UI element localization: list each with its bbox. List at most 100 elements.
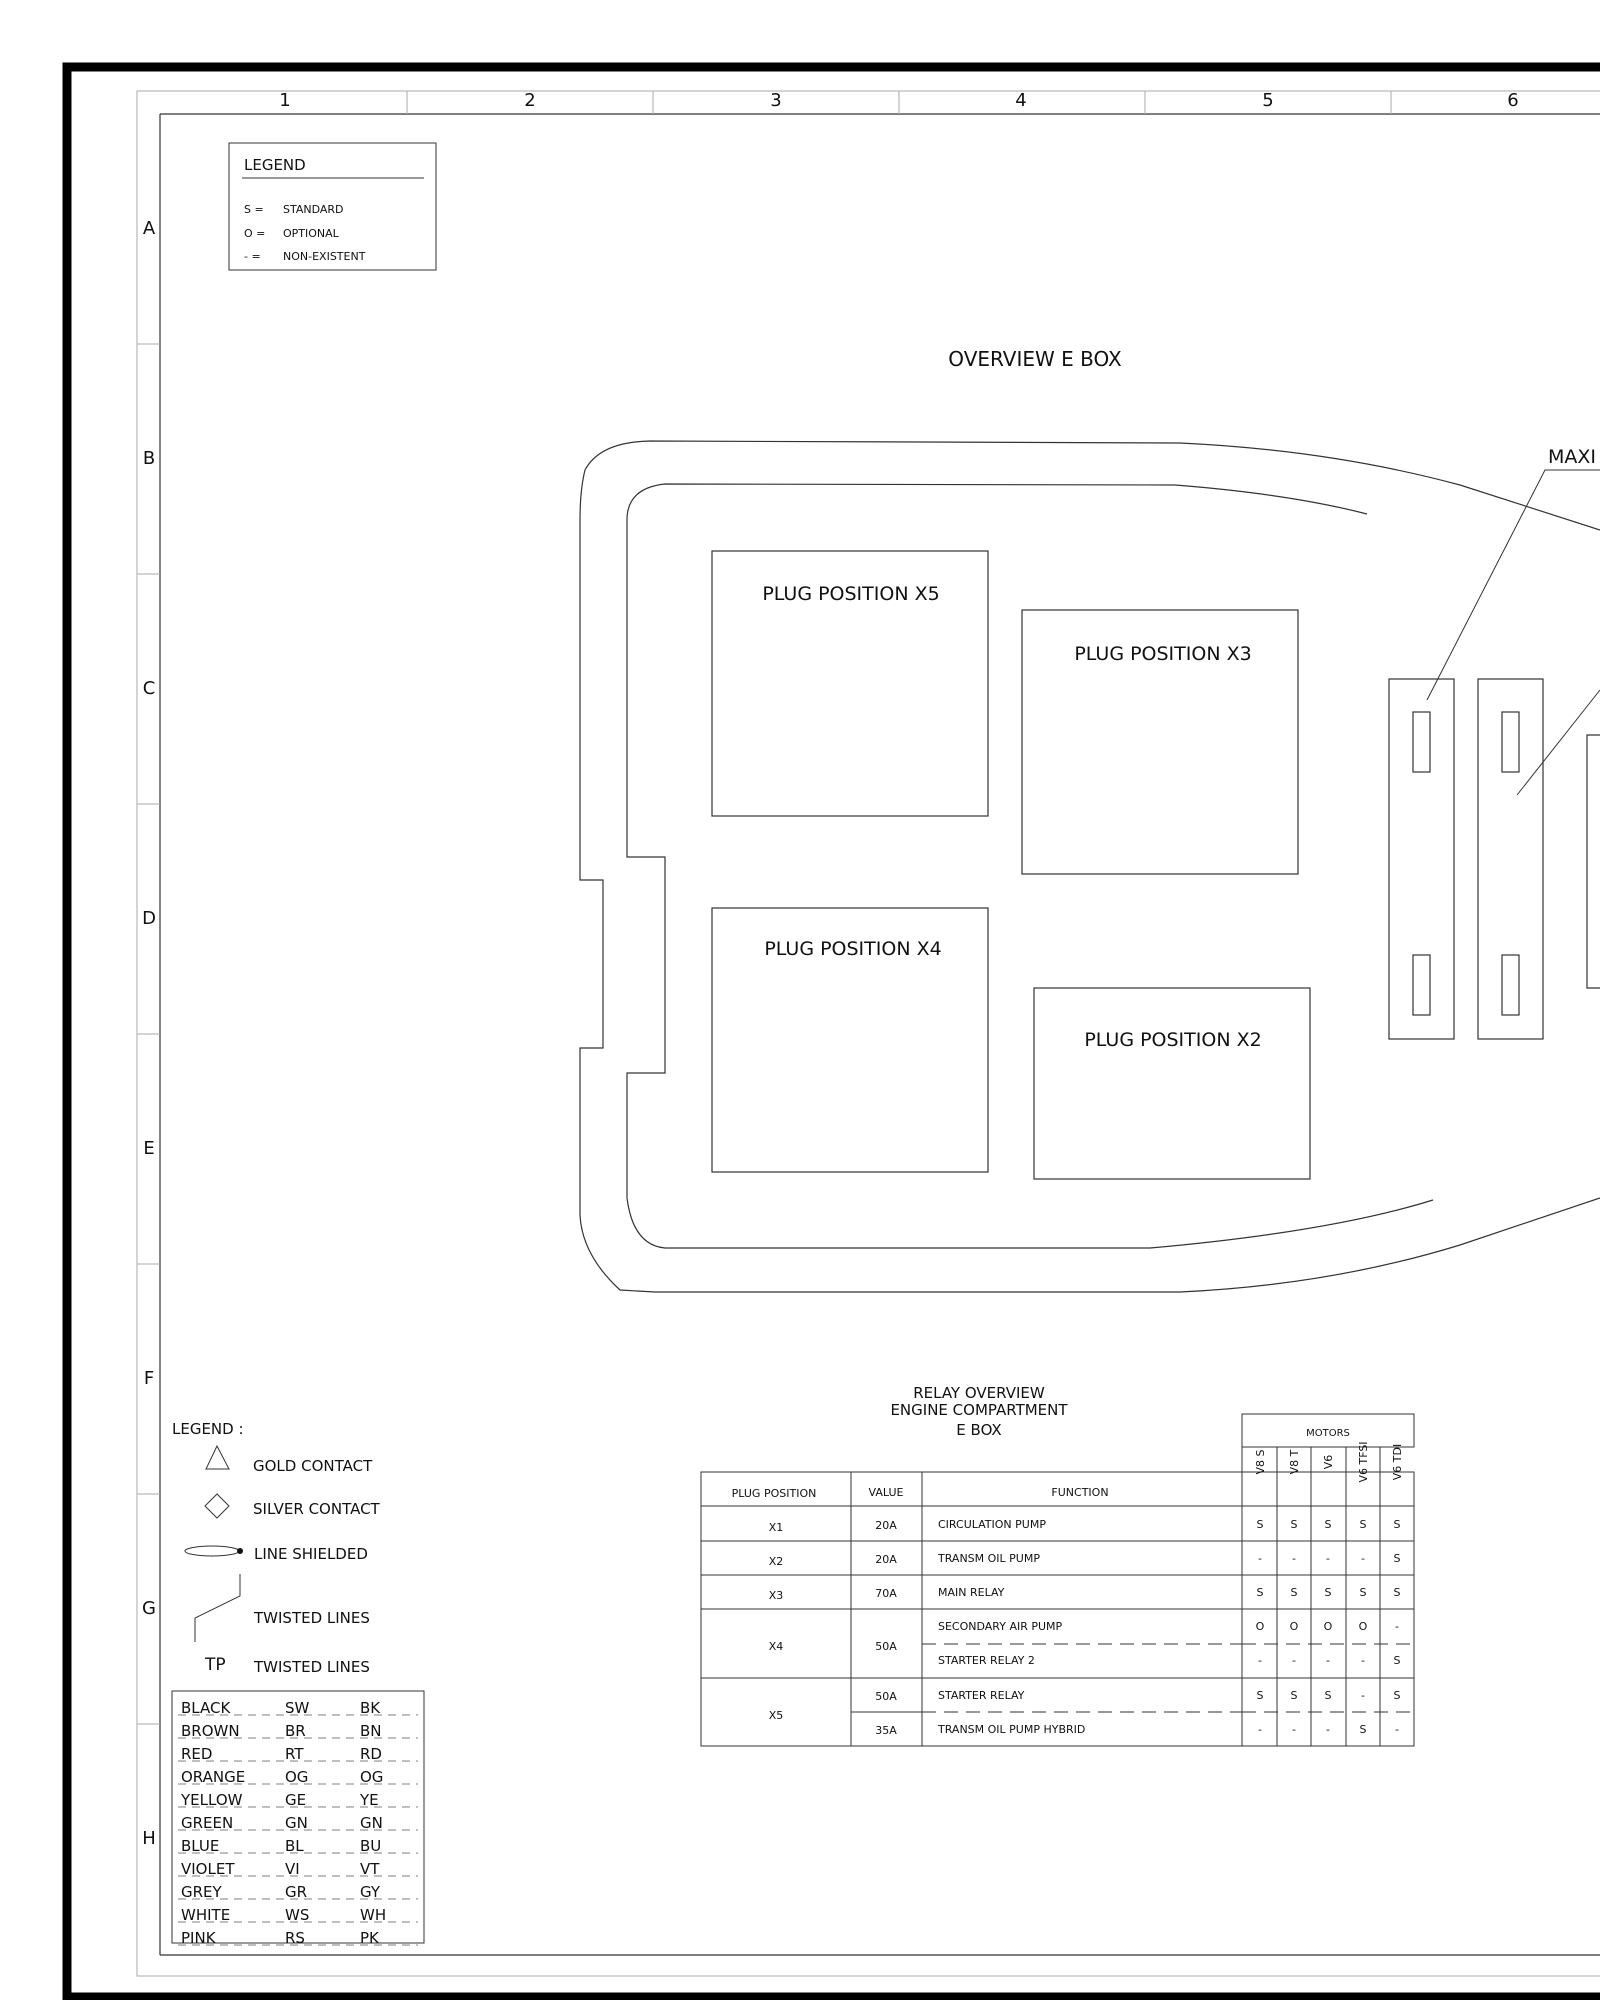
relay-title-line: ENGINE COMPARTMENT <box>890 1401 1068 1419</box>
relay-motor-availability: - <box>1292 1552 1296 1565</box>
legend-bottom: LEGEND : GOLD CONTACT SILVER CONTACT LIN… <box>172 1420 381 1676</box>
relay-motor-availability: S <box>1360 1723 1367 1736</box>
grid-row-label: D <box>142 908 156 929</box>
color-name: PINK <box>181 1929 217 1947</box>
relay-motor-availability: O <box>1324 1620 1333 1633</box>
motor-column-header: V6 TFSI <box>1357 1441 1370 1482</box>
maxi-label: MAXI <box>1548 446 1596 468</box>
tp-symbol: TP <box>204 1655 226 1675</box>
color-name: GREY <box>181 1883 223 1901</box>
color-code-en: RD <box>360 1745 382 1763</box>
color-code-en: GN <box>360 1814 383 1832</box>
relay-motor-availability: - <box>1395 1723 1399 1736</box>
relay-motor-availability: S <box>1360 1586 1367 1599</box>
grid-row-label: E <box>143 1138 154 1159</box>
plug-position-x3-label: PLUG POSITION X3 <box>1074 643 1251 665</box>
legend-symbol: O = <box>244 227 265 240</box>
color-code-de: BR <box>285 1722 306 1740</box>
relay-motor-availability: - <box>1361 1689 1365 1702</box>
color-code-en: YE <box>359 1791 379 1809</box>
relay-motor-availability: S <box>1394 1552 1401 1565</box>
relay-plug-position: X2 <box>769 1555 784 1568</box>
grid-col-label: 4 <box>1015 90 1026 111</box>
relay-motor-availability: S <box>1257 1689 1264 1702</box>
grid-row-label: A <box>143 218 156 239</box>
relay-motor-availability: S <box>1394 1586 1401 1599</box>
color-name: BLUE <box>181 1837 219 1855</box>
relay-motor-availability: - <box>1361 1654 1365 1667</box>
relay-plug-position: X3 <box>769 1589 784 1602</box>
legend-gold-label: GOLD CONTACT <box>253 1457 373 1475</box>
relay-value: 20A <box>875 1553 897 1566</box>
color-code-de: OG <box>285 1768 308 1786</box>
relay-plug-position: X1 <box>769 1521 784 1534</box>
color-code-en: GY <box>360 1883 381 1901</box>
relay-value: 20A <box>875 1519 897 1532</box>
relay-motor-availability: S <box>1394 1654 1401 1667</box>
relay-value: 70A <box>875 1587 897 1600</box>
grid-col-label: 1 <box>279 90 290 111</box>
relay-function: STARTER RELAY 2 <box>938 1654 1035 1667</box>
legend-top-title: LEGEND <box>244 156 306 174</box>
grid-frame <box>136 90 1600 1977</box>
legend-meaning: OPTIONAL <box>283 227 340 240</box>
color-code-de: GR <box>285 1883 307 1901</box>
plug-position-x5-box <box>711 550 989 817</box>
grid-row-dividers <box>137 343 160 1725</box>
relay-function: MAIN RELAY <box>938 1586 1005 1599</box>
silver-contact-icon <box>204 1493 230 1519</box>
color-name: GREEN <box>181 1814 233 1832</box>
color-code-en: BU <box>360 1837 381 1855</box>
grid-col-label: 5 <box>1262 90 1273 111</box>
color-code-de: WS <box>285 1906 309 1924</box>
color-code-en: PK <box>360 1929 380 1947</box>
maxi-fuse-holders <box>1388 678 1600 1040</box>
plug-position-x2-box <box>1033 987 1311 1180</box>
shielded-line-icon <box>184 1545 240 1557</box>
plug-position-x4-label: PLUG POSITION X4 <box>764 938 941 960</box>
legend-shielded-label: LINE SHIELDED <box>254 1545 368 1563</box>
relay-motor-availability: S <box>1257 1518 1264 1531</box>
relay-motor-availability: - <box>1292 1654 1296 1667</box>
legend-symbol: S = <box>244 203 264 216</box>
overview-title: OVERVIEW E BOX <box>948 347 1122 371</box>
color-code-de: GE <box>285 1791 306 1809</box>
color-code-de: RS <box>285 1929 305 1947</box>
relay-motor-availability: O <box>1359 1620 1368 1633</box>
motors-header: MOTORS <box>1306 1428 1350 1439</box>
legend-top: LEGEND S = STANDARD O = OPTIONAL - = NON… <box>228 142 437 271</box>
grid-column-dividers <box>406 91 1392 114</box>
legend-symbol: - = <box>244 250 261 263</box>
color-code-de: GN <box>285 1814 308 1832</box>
grid-row-label: C <box>143 678 156 699</box>
relay-motor-availability: - <box>1258 1552 1262 1565</box>
grid-row-label: G <box>142 1598 156 1619</box>
ebox-outline <box>579 440 1600 1293</box>
relay-motor-availability: S <box>1325 1689 1332 1702</box>
motor-column-header: V8 T <box>1288 1449 1301 1474</box>
relay-motor-availability: - <box>1326 1654 1330 1667</box>
relay-motor-availability: O <box>1290 1620 1299 1633</box>
legend-meaning: STANDARD <box>283 203 344 216</box>
color-code-en: BN <box>360 1722 382 1740</box>
color-name: RED <box>181 1745 212 1763</box>
legend-meaning: NON-EXISTENT <box>283 250 366 263</box>
relay-motor-availability: S <box>1257 1586 1264 1599</box>
relay-motor-availability: S <box>1291 1689 1298 1702</box>
color-code-en: WH <box>360 1906 386 1924</box>
header-plug-position: PLUG POSITION <box>732 1487 817 1500</box>
relay-motor-availability: - <box>1258 1723 1262 1736</box>
relay-value: 35A <box>875 1724 897 1737</box>
motor-column-header: V6 <box>1322 1455 1335 1470</box>
color-name: WHITE <box>181 1906 230 1924</box>
relay-motor-availability: - <box>1326 1723 1330 1736</box>
relay-function: STARTER RELAY <box>938 1689 1025 1702</box>
grid-row-label: B <box>143 448 155 469</box>
relay-title: RELAY OVERVIEW ENGINE COMPARTMENT E BOX <box>890 1384 1068 1439</box>
relay-motor-availability: S <box>1291 1518 1298 1531</box>
grid-row-label: F <box>144 1368 154 1389</box>
color-name: BROWN <box>181 1722 240 1740</box>
header-function: FUNCTION <box>1051 1486 1108 1499</box>
legend-silver-label: SILVER CONTACT <box>253 1500 381 1518</box>
